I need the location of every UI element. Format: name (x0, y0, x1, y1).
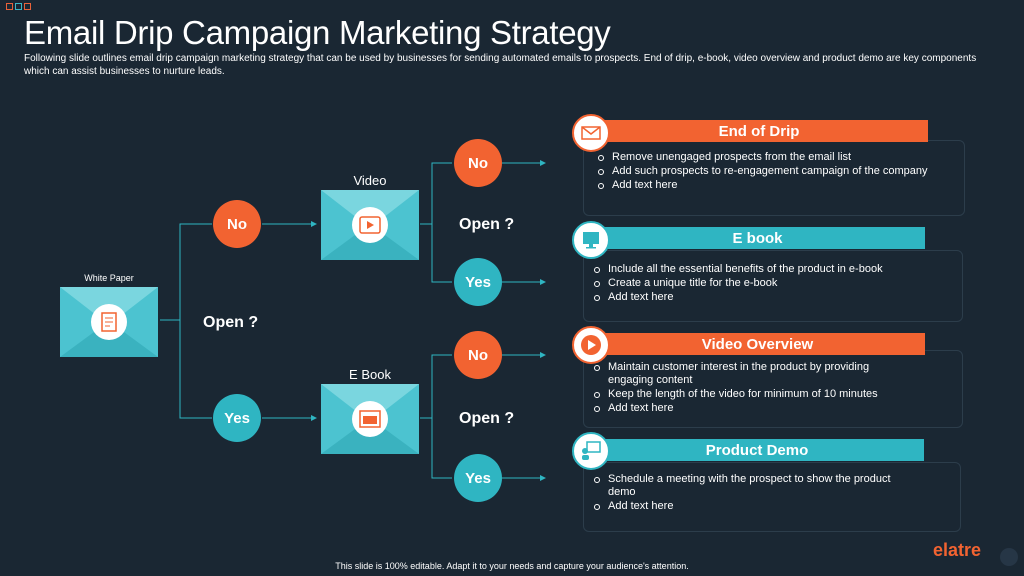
product-demo-title: Product Demo (705, 441, 809, 459)
connector-ebook-branch (420, 354, 452, 479)
monitor-icon (572, 221, 610, 259)
list-item: Add text here (592, 291, 932, 304)
envelope-icon (572, 114, 610, 152)
video-envelope (321, 190, 419, 260)
ebook-title-bar: E book (590, 227, 925, 249)
card-end-of-drip: Remove unengaged prospects from the emai… (583, 140, 965, 216)
list-item: Add text here (592, 500, 912, 513)
list-item: Include all the essential benefits of th… (592, 263, 932, 276)
end-of-drip-title-bar: End of Drip (590, 120, 928, 142)
card-video-overview: Maintain customer interest in the produc… (583, 350, 963, 428)
ebook-label: E Book (349, 367, 391, 382)
connector-video-branch (420, 162, 452, 283)
document-icon (91, 304, 127, 340)
video-overview-title: Video Overview (701, 335, 814, 353)
card-product-demo: Schedule a meeting with the prospect to … (583, 462, 961, 532)
ebook-envelope (321, 384, 419, 454)
decision-yes-video: Yes (454, 258, 502, 306)
video-player-icon (352, 207, 388, 243)
decorative-circle (1000, 548, 1018, 566)
connector-wp-branch (160, 223, 212, 419)
product-demo-points: Schedule a meeting with the prospect to … (592, 473, 912, 514)
white-paper-label: White Paper (84, 273, 134, 283)
list-item: Maintain customer interest in the produc… (592, 361, 912, 387)
decision-no-main: No (213, 200, 261, 248)
video-overview-title-bar: Video Overview (590, 333, 925, 355)
video-overview-points: Maintain customer interest in the produc… (592, 361, 912, 416)
list-item: Keep the length of the video for minimum… (592, 388, 912, 401)
ebook-title: E book (732, 229, 783, 247)
list-item: Create a unique title for the e-book (592, 277, 932, 290)
list-item: Add such prospects to re-engagement camp… (596, 165, 936, 178)
slide-corner-icon (6, 3, 31, 10)
list-item: Remove unengaged prospects from the emai… (596, 151, 936, 164)
ebook-points: Include all the essential benefits of th… (592, 263, 932, 305)
page-title: Email Drip Campaign Marketing Strategy (24, 14, 611, 51)
open-question-video: Open ? (459, 216, 515, 233)
decision-yes-main: Yes (213, 394, 261, 442)
book-icon (352, 401, 388, 437)
card-ebook: Include all the essential benefits of th… (583, 250, 963, 322)
presentation-icon (572, 432, 610, 470)
page-subtitle: Following slide outlines email drip camp… (24, 53, 977, 77)
footer-note: This slide is 100% editable. Adapt it to… (335, 561, 689, 571)
end-of-drip-title: End of Drip (718, 122, 800, 140)
decision-no-ebook: No (454, 331, 502, 379)
brand-logo: elatre (933, 540, 982, 560)
product-demo-title-bar: Product Demo (590, 439, 924, 461)
list-item: Schedule a meeting with the prospect to … (592, 473, 912, 499)
decision-no-video: No (454, 139, 502, 187)
play-icon (572, 326, 610, 364)
open-question-ebook: Open ? (459, 410, 515, 427)
white-paper-envelope (60, 287, 158, 357)
decision-yes-ebook: Yes (454, 454, 502, 502)
end-of-drip-points: Remove unengaged prospects from the emai… (596, 151, 936, 193)
open-question-main: Open ? (203, 314, 259, 331)
video-label: Video (353, 173, 387, 188)
list-item: Add text here (592, 402, 912, 415)
list-item: Add text here (596, 179, 936, 192)
